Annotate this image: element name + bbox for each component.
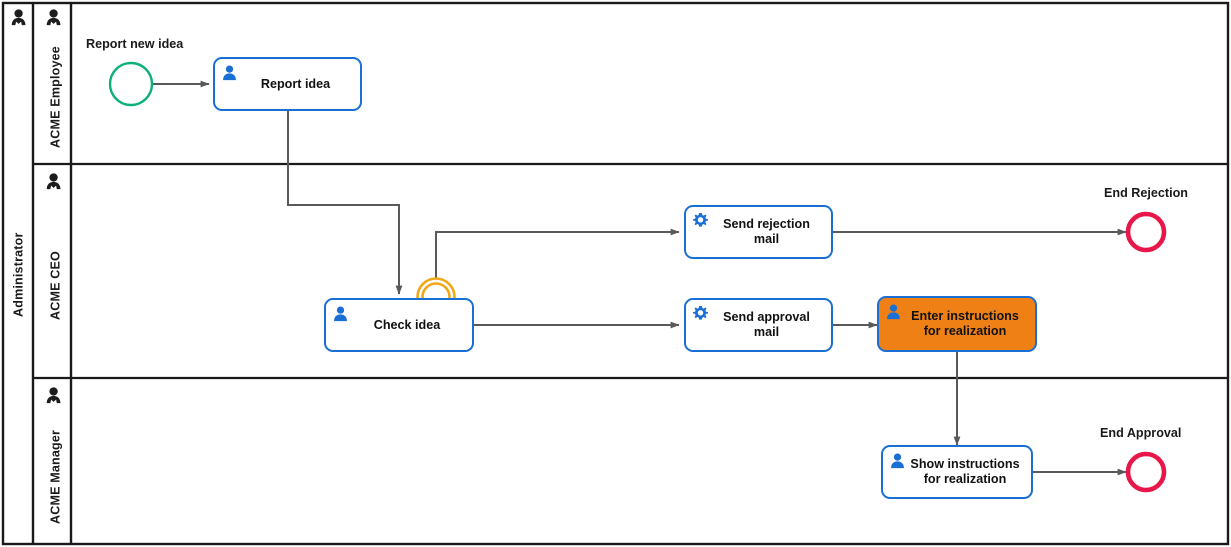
task-check-idea[interactable] [324, 298, 474, 352]
service-task-icon [693, 213, 708, 227]
task-enter-instructions-for-realization[interactable] [877, 296, 1037, 352]
start-event-label: Report new idea [86, 37, 184, 51]
flow-boundary-to-send-rejection-mail [435, 228, 680, 278]
lane-label-acme-employee: ACME Employee [48, 46, 63, 148]
user-task-icon [887, 304, 900, 320]
flow-report-idea-to-check-idea [287, 111, 403, 295]
service-task-icon [693, 306, 708, 320]
user-task-icon [334, 306, 347, 322]
user-task-icon [891, 453, 904, 469]
end-rejection-label: End Rejection [1104, 186, 1188, 200]
task-show-instructions-for-realization[interactable] [881, 445, 1033, 499]
task-send-rejection-mail[interactable] [684, 205, 833, 259]
lane-label-acme-ceo: ACME CEO [48, 251, 63, 321]
start-event-report-new-idea[interactable] [108, 61, 154, 107]
pool-label-administrator: Administrator [11, 232, 26, 318]
task-send-approval-mail[interactable] [684, 298, 833, 352]
lane-label-acme-manager: ACME Manager [48, 429, 63, 525]
lane-separators [33, 162, 1228, 380]
user-task-icon [223, 65, 236, 81]
end-event-rejection[interactable] [1125, 211, 1167, 253]
end-approval-label: End Approval [1100, 426, 1182, 440]
end-event-approval[interactable] [1125, 451, 1167, 493]
task-report-idea[interactable] [213, 57, 362, 111]
